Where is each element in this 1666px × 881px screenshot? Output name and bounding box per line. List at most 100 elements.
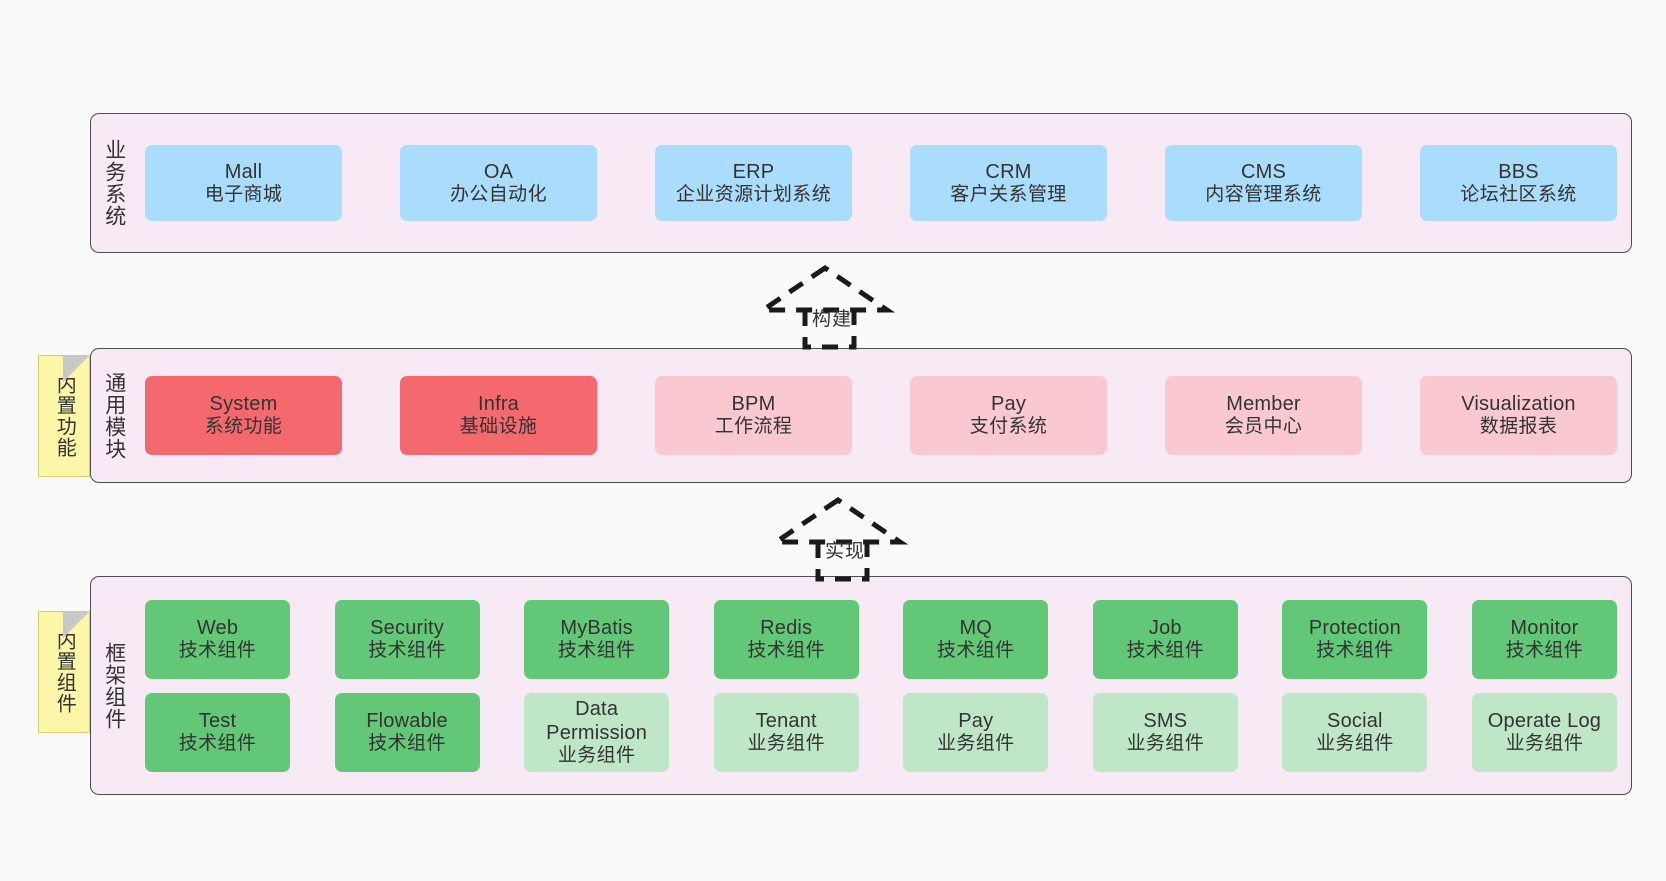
- node-visualization[interactable]: Visualization 数据报表: [1420, 376, 1617, 455]
- node-title: CMS: [1240, 160, 1287, 183]
- node-operate-log[interactable]: Operate Log 业务组件: [1471, 692, 1617, 772]
- node-subtitle: 技术组件: [368, 639, 446, 661]
- node-subtitle: 技术组件: [1505, 639, 1584, 661]
- node-member[interactable]: Member 会员中心: [1165, 376, 1362, 455]
- node-subtitle: 业务组件: [1505, 732, 1584, 754]
- node-system[interactable]: System 系统功能: [145, 376, 342, 455]
- node-subtitle: 业务组件: [1126, 732, 1205, 754]
- node-subtitle: 技术组件: [368, 732, 446, 754]
- node-security[interactable]: Security 技术组件: [334, 599, 480, 679]
- node-title: Operate Log: [1487, 709, 1602, 732]
- node-sms[interactable]: SMS 业务组件: [1092, 692, 1238, 772]
- node-subtitle: 技术组件: [936, 639, 1015, 661]
- node-title: Visualization: [1461, 393, 1576, 416]
- node-title: CRM: [985, 160, 1032, 183]
- node-subtitle: 企业资源计划系统: [675, 183, 832, 205]
- node-row: System 系统功能 Infra 基础设施 BPM 工作流程 Pay 支付系统…: [145, 376, 1617, 455]
- node-row: Test 技术组件 Flowable 技术组件 Data Permission …: [145, 692, 1617, 772]
- node-row: Web 技术组件 Security 技术组件 MyBatis 技术组件 Redi…: [145, 599, 1617, 679]
- layer-body-framework: Web 技术组件 Security 技术组件 MyBatis 技术组件 Redi…: [137, 577, 1631, 794]
- node-title: Flowable: [366, 709, 448, 732]
- node-title: Tenant: [755, 709, 817, 732]
- node-title: ERP: [732, 160, 775, 183]
- node-bbs[interactable]: BBS 论坛社区系统: [1420, 145, 1617, 221]
- node-pay-component[interactable]: Pay 业务组件: [903, 692, 1049, 772]
- node-data-permission[interactable]: Data Permission 业务组件: [524, 692, 670, 772]
- node-subtitle: 内容管理系统: [1205, 183, 1322, 205]
- node-subtitle: 业务组件: [557, 744, 636, 766]
- layer-title-common: 通用模块: [102, 371, 126, 460]
- note-builtin-component: 内置组件: [38, 611, 90, 733]
- node-pay-module[interactable]: Pay 支付系统: [910, 376, 1107, 455]
- node-subtitle: 办公自动化: [449, 183, 547, 205]
- node-title: MQ: [959, 616, 993, 639]
- layer-common-modules: 通用模块 System 系统功能 Infra 基础设施 BPM 工作流程 Pay…: [90, 348, 1632, 483]
- node-flowable[interactable]: Flowable 技术组件: [334, 692, 480, 772]
- layer-body-common: System 系统功能 Infra 基础设施 BPM 工作流程 Pay 支付系统…: [137, 349, 1631, 482]
- node-subtitle: 数据报表: [1479, 416, 1558, 438]
- node-job[interactable]: Job 技术组件: [1092, 599, 1238, 679]
- layer-framework-components: 框架组件 Web 技术组件 Security 技术组件 MyBatis 技术组件…: [90, 576, 1632, 795]
- node-subtitle: 系统功能: [204, 416, 283, 438]
- node-oa[interactable]: OA 办公自动化: [400, 145, 597, 221]
- node-social[interactable]: Social 业务组件: [1282, 692, 1428, 772]
- node-monitor[interactable]: Monitor 技术组件: [1471, 599, 1617, 679]
- node-infra[interactable]: Infra 基础设施: [400, 376, 597, 455]
- node-row: Mall 电子商城 OA 办公自动化 ERP 企业资源计划系统 CRM 客户关系…: [145, 145, 1617, 221]
- node-title: Test: [198, 709, 237, 732]
- note-builtin-function: 内置功能: [38, 355, 90, 477]
- node-subtitle: 技术组件: [178, 732, 257, 754]
- note-label: 内置组件: [53, 630, 76, 714]
- arrow-stem-icon: [802, 310, 857, 350]
- node-web[interactable]: Web 技术组件: [145, 599, 290, 679]
- node-subtitle: 业务组件: [936, 732, 1015, 754]
- node-cms[interactable]: CMS 内容管理系统: [1165, 145, 1362, 221]
- node-subtitle: 技术组件: [557, 639, 636, 661]
- node-subtitle: 业务组件: [1316, 732, 1394, 754]
- note-label: 内置功能: [53, 374, 76, 458]
- node-title: Member: [1226, 393, 1301, 416]
- node-subtitle: 技术组件: [1316, 639, 1394, 661]
- node-subtitle: 技术组件: [178, 639, 257, 661]
- node-protection[interactable]: Protection 技术组件: [1282, 599, 1428, 679]
- arrowhead-triangle-icon: [754, 264, 896, 313]
- arrowhead-triangle-icon: [767, 496, 909, 545]
- node-mq[interactable]: MQ 技术组件: [903, 599, 1049, 679]
- node-title: Monitor: [1510, 616, 1579, 639]
- node-subtitle: 会员中心: [1224, 416, 1303, 438]
- node-title: System: [209, 393, 278, 416]
- node-subtitle: 业务组件: [747, 732, 825, 754]
- node-title: Infra: [477, 393, 520, 416]
- node-mall[interactable]: Mall 电子商城: [145, 145, 342, 221]
- arrow-build: 构建: [754, 262, 907, 354]
- node-subtitle: 工作流程: [714, 416, 793, 438]
- node-title: Data Permission: [546, 697, 648, 744]
- layer-title-framework: 框架组件: [102, 641, 126, 730]
- node-test[interactable]: Test 技术组件: [145, 692, 290, 772]
- node-crm[interactable]: CRM 客户关系管理: [910, 145, 1107, 221]
- node-subtitle: 支付系统: [969, 416, 1048, 438]
- node-erp[interactable]: ERP 企业资源计划系统: [655, 145, 852, 221]
- node-mybatis[interactable]: MyBatis 技术组件: [524, 599, 670, 679]
- node-title: OA: [483, 160, 514, 183]
- node-subtitle: 论坛社区系统: [1460, 183, 1577, 205]
- node-title: SMS: [1143, 709, 1188, 732]
- node-tenant[interactable]: Tenant 业务组件: [713, 692, 859, 772]
- layer-title-business: 业务系统: [102, 139, 126, 227]
- node-title: MyBatis: [560, 616, 633, 639]
- node-redis[interactable]: Redis 技术组件: [713, 599, 859, 679]
- node-title: Pay: [990, 393, 1027, 416]
- layer-body-business: Mall 电子商城 OA 办公自动化 ERP 企业资源计划系统 CRM 客户关系…: [137, 114, 1631, 252]
- node-title: Pay: [958, 709, 994, 732]
- arrow-realize: 实现: [767, 494, 920, 586]
- node-title: Security: [370, 616, 444, 639]
- node-title: Web: [196, 616, 239, 639]
- node-title: Mall: [224, 160, 263, 183]
- node-subtitle: 技术组件: [1126, 639, 1205, 661]
- arrow-stem-icon: [815, 542, 870, 582]
- node-bpm[interactable]: BPM 工作流程: [655, 376, 852, 455]
- node-title: Redis: [760, 616, 813, 639]
- node-title: Protection: [1308, 616, 1401, 639]
- layer-business-systems: 业务系统 Mall 电子商城 OA 办公自动化 ERP 企业资源计划系统 CRM…: [90, 113, 1632, 253]
